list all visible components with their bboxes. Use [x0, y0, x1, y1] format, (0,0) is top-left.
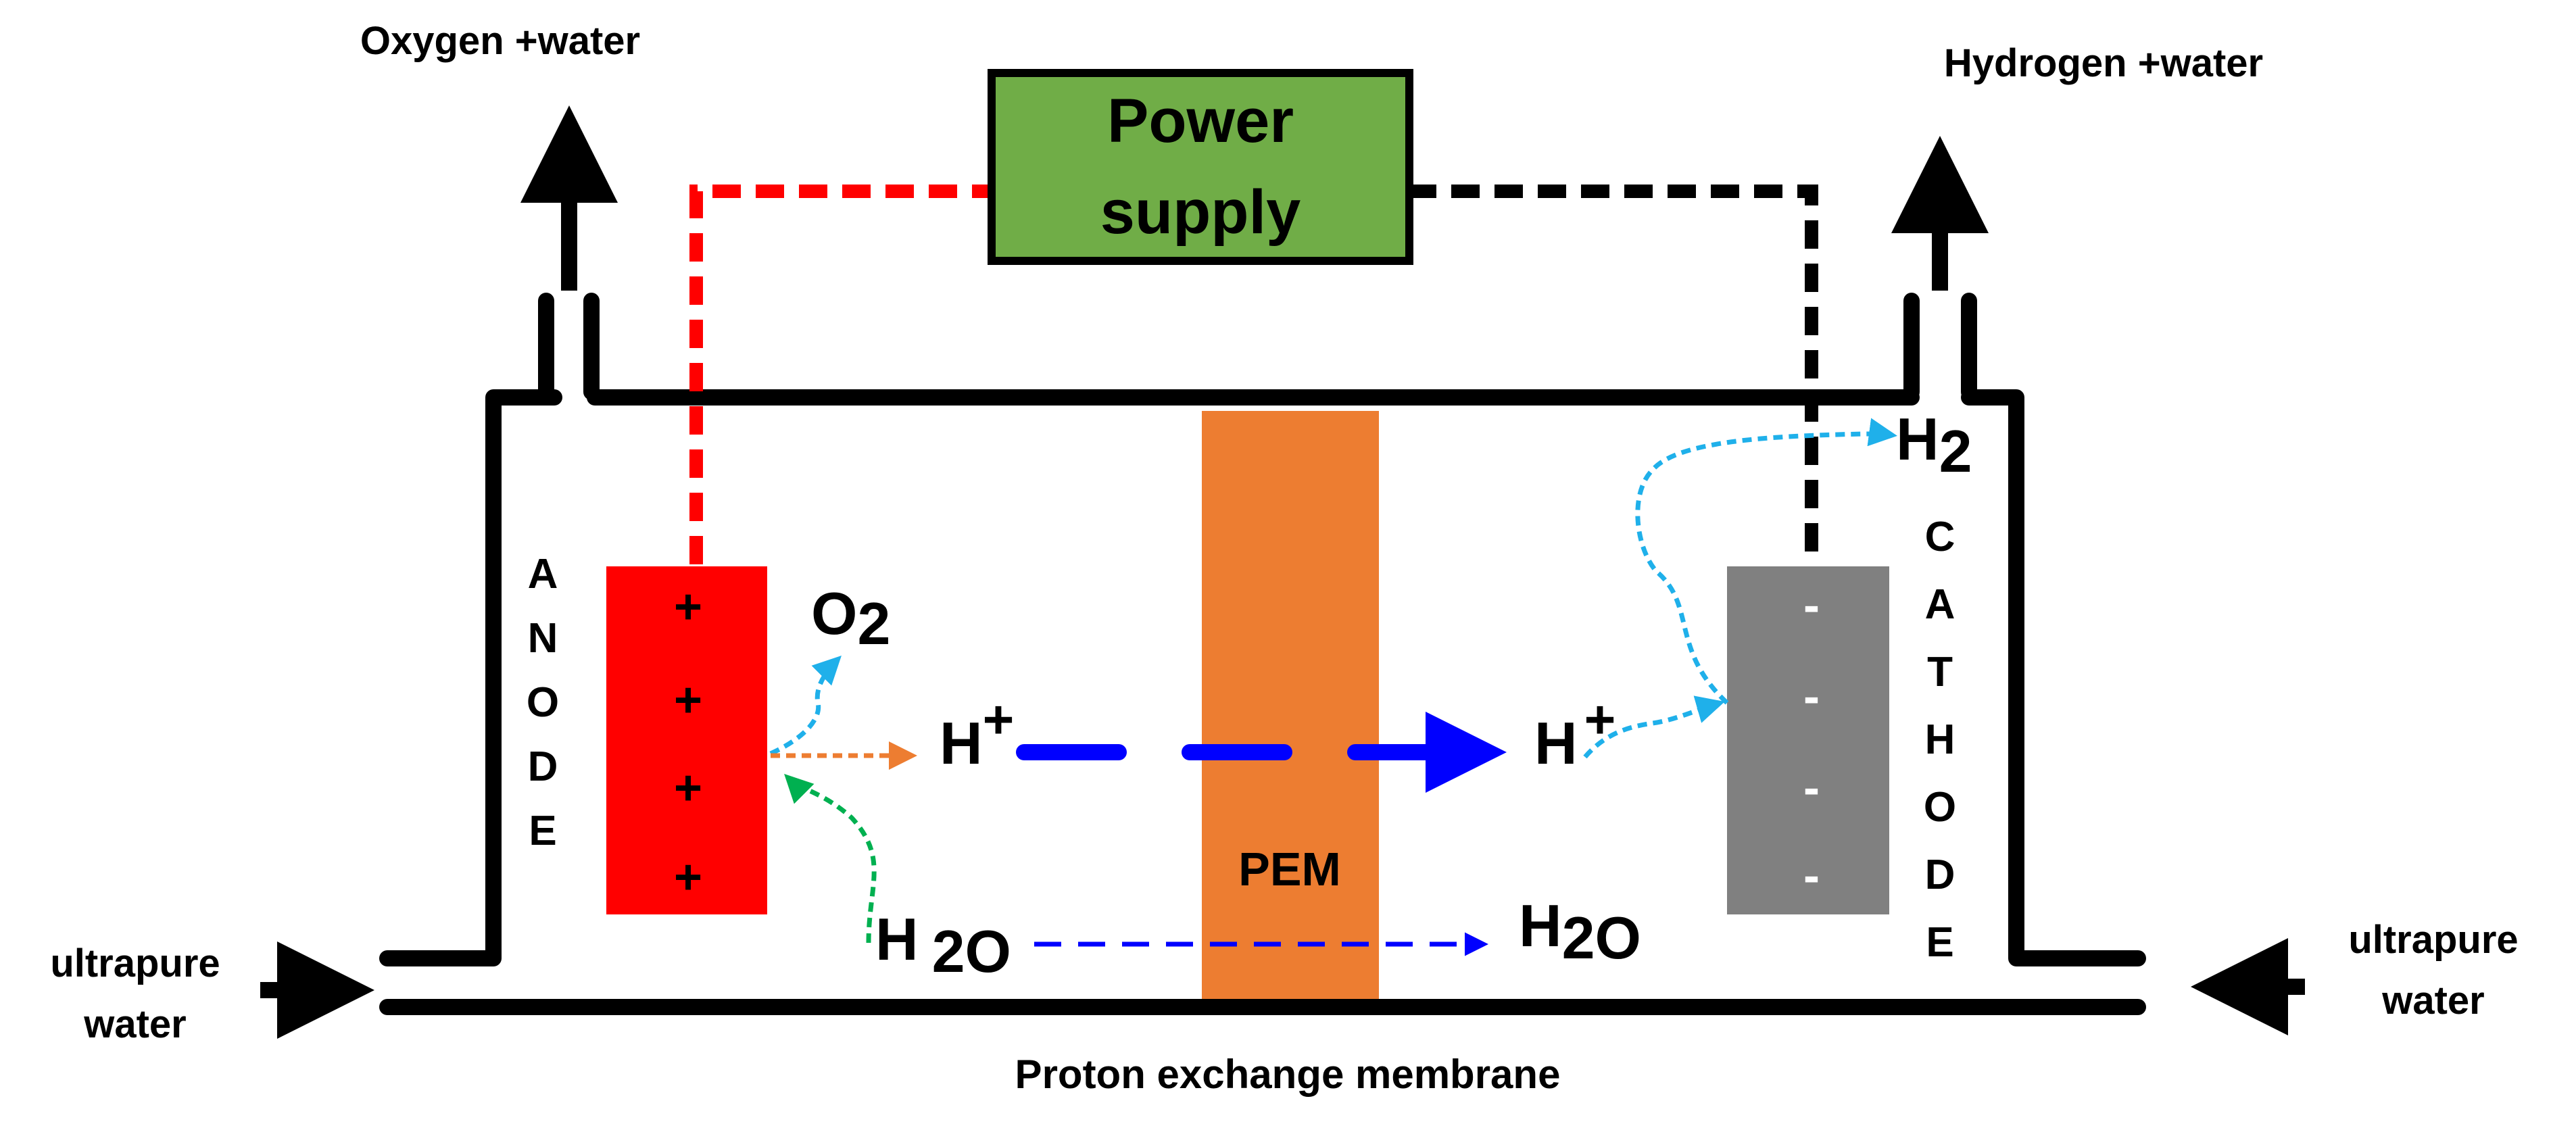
cathode-letter: D [1925, 852, 1955, 898]
inlet-right-label-line2: water [2381, 979, 2485, 1023]
o2-label: O2 [811, 580, 890, 657]
cathode-sign: - [1803, 579, 1820, 633]
h2-label: H2 [1896, 406, 1972, 485]
o2-symbol: O [811, 580, 857, 647]
o2-subscript: 2 [857, 590, 890, 657]
anode-sign: + [674, 673, 702, 727]
h2-symbol: H [1896, 406, 1939, 472]
anode-sign: + [674, 580, 702, 634]
anode-letter: D [528, 743, 558, 790]
cathode-letter: O [1924, 784, 1956, 831]
cathode-sign: - [1803, 849, 1820, 903]
anode-signs: + + + + [674, 580, 702, 904]
anode-sign: + [674, 761, 702, 815]
h-plus-right-charge: + [1584, 689, 1616, 750]
cell-housing [379, 293, 2146, 1015]
cathode-electrode [1727, 566, 1889, 914]
anode-vertical-label: A N O D E [527, 551, 559, 854]
h2o-left-symbol: H [875, 906, 919, 973]
h-plus-left-symbol: H [940, 710, 983, 777]
inlet-right-label-line1: ultrapure [2348, 918, 2518, 962]
anode-letter: E [529, 808, 556, 854]
anode-electrode [606, 566, 767, 914]
inlet-left-label-line2: water [83, 1002, 187, 1046]
negative-wire [1408, 185, 1818, 564]
cathode-signs: - - - - [1803, 579, 1820, 903]
housing-left-wall [379, 389, 562, 966]
h-plus-right-symbol: H [1534, 710, 1578, 777]
inlet-left-label-line1: ultrapure [50, 941, 220, 985]
power-supply-label-line1: Power [1107, 87, 1294, 155]
cathode-letter: E [1926, 919, 1953, 966]
cathode-sign: - [1803, 761, 1820, 815]
cathode-letter: A [1925, 581, 1955, 628]
h2o-left-subscript: 2O [932, 918, 1011, 985]
h2o-right-label: H2O [1519, 892, 1641, 971]
oxygen-water-outlet-label: Oxygen +water [360, 19, 640, 63]
anode-sign: + [674, 850, 702, 904]
h2o-right-subscript: 2O [1562, 904, 1641, 971]
positive-wire [689, 185, 994, 564]
water-to-anode-arrow [784, 774, 877, 943]
anode-letter: N [528, 615, 558, 662]
h-plus-left-label: H+ [940, 689, 1014, 777]
cathode-vertical-label: C A T H O D E [1924, 514, 1956, 966]
pem-membrane [1202, 411, 1379, 999]
power-supply-label-line2: supply [1100, 178, 1301, 247]
h-plus-right-label: H+ [1534, 689, 1615, 777]
cathode-letter: H [1925, 716, 1955, 763]
cathode-letter: C [1925, 514, 1955, 560]
proton-to-cathode-arrow [1583, 695, 1725, 759]
power-supply-box [988, 69, 1413, 265]
h2-subscript: 2 [1939, 418, 1972, 485]
h2-release-arrow [1635, 418, 1897, 705]
h-plus-left-charge: + [983, 689, 1015, 750]
o2-release-arrow [769, 656, 842, 756]
h2o-right-symbol: H [1519, 892, 1562, 959]
hydrogen-water-outlet-label: Hydrogen +water [1944, 41, 2263, 85]
caption-proton-exchange-membrane: Proton exchange membrane [1015, 1052, 1561, 1097]
cathode-letter: T [1927, 649, 1953, 695]
pem-label: PEM [1238, 843, 1341, 896]
housing-right-wall [1961, 389, 2146, 966]
anode-letter: O [527, 679, 559, 726]
anode-letter: A [528, 551, 558, 597]
cathode-sign: - [1803, 670, 1820, 724]
